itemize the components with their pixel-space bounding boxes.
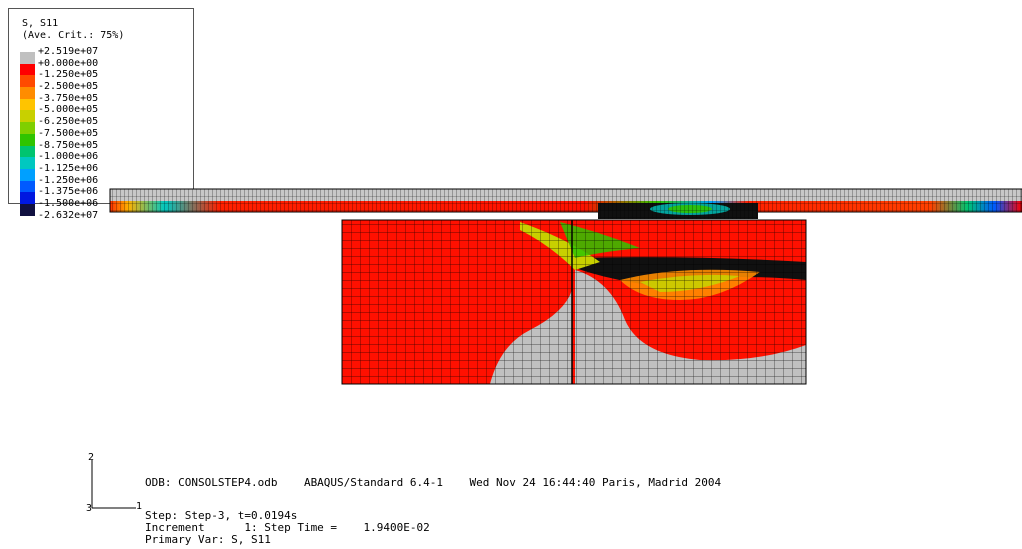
contact-pad[interactable] [598, 203, 758, 219]
legend-swatch [20, 180, 35, 193]
legend-swatch [20, 192, 35, 204]
increment-info-line: Increment 1: Step Time = 1.9400E-02 [145, 521, 430, 534]
legend-swatch [20, 168, 35, 181]
legend-value-label: -1.500e+06 [38, 197, 99, 209]
legend-value-label: -1.000e+06 [38, 151, 99, 163]
legend-value-label: -1.250e+06 [38, 174, 99, 186]
axis-triad: 2 1 3 [82, 452, 142, 522]
triad-axis-3-label: 3 [86, 503, 93, 514]
legend-swatch [20, 157, 35, 169]
legend-value-label: -3.750e+05 [38, 92, 99, 104]
beam-part[interactable] [109, 188, 1022, 213]
beam-mesh [110, 189, 1022, 212]
legend-swatch [20, 87, 35, 99]
legend-value-label: -1.250e+05 [38, 69, 99, 81]
legend-value-label: -2.500e+05 [38, 81, 99, 93]
step-info-line: Step: Step-3, t=0.0194s [145, 509, 298, 522]
legend-variable: S, S11 [22, 18, 59, 29]
legend-swatch [20, 122, 35, 134]
model-viewport[interactable] [0, 0, 1022, 420]
legend-swatch [20, 52, 35, 64]
primary-var-info-line: Primary Var: S, S11 [145, 533, 271, 546]
legend-value-label: -8.750e+05 [38, 139, 99, 151]
soil-block[interactable] [341, 219, 807, 385]
legend-value-label: -5.000e+05 [38, 104, 99, 116]
legend-title: S, S11 (Ave. Crit.: 75%) [22, 18, 124, 42]
legend-swatch [20, 145, 35, 158]
legend-swatch [20, 98, 35, 111]
legend-value-label: -2.632e+07 [38, 209, 99, 221]
legend-value-label: -1.125e+06 [38, 162, 99, 174]
legend-swatch [20, 133, 35, 146]
legend-value-label: -1.375e+06 [38, 186, 99, 198]
legend-value-labels: +2.519e+07+0.000e+00-1.250e+05-2.500e+05… [38, 46, 98, 221]
triad-axis-2-label: 2 [88, 452, 95, 463]
beam-outline [109, 188, 1022, 213]
legend-swatch [20, 63, 35, 76]
legend-value-label: +0.000e+00 [38, 57, 99, 69]
legend-value-label: -6.250e+05 [38, 116, 99, 128]
legend-swatch [20, 110, 35, 123]
legend-swatch [20, 75, 35, 88]
triad-lines [91, 460, 136, 509]
odb-info-line: ODB: CONSOLSTEP4.odb ABAQUS/Standard 6.4… [145, 476, 722, 489]
legend-value-label: -7.500e+05 [38, 127, 99, 139]
legend-color-bar [20, 52, 35, 216]
legend-averaging: (Ave. Crit.: 75%) [22, 30, 125, 41]
legend-value-label: +2.519e+07 [38, 46, 99, 57]
triad-axis-1-label: 1 [136, 501, 143, 512]
soil-outline [341, 219, 807, 385]
legend-panel: S, S11 (Ave. Crit.: 75%) +2.519e+07+0.00… [8, 8, 194, 221]
legend-swatch [20, 203, 35, 216]
